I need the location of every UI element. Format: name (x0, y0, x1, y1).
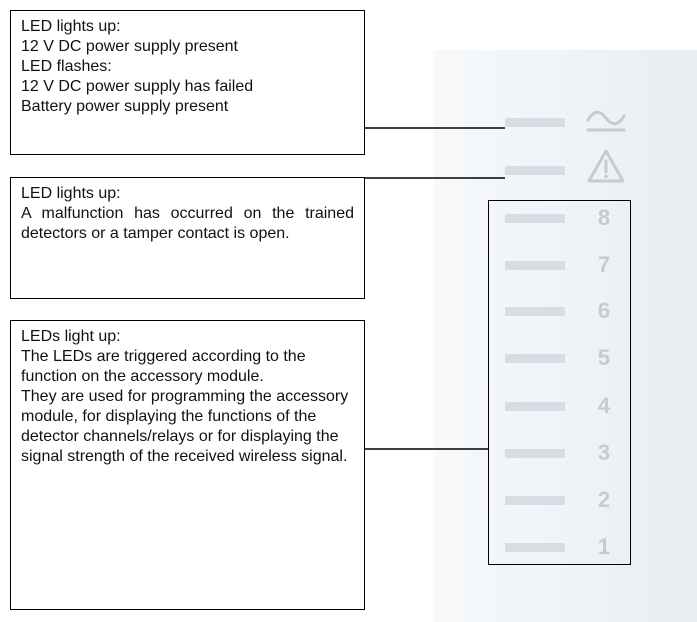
fault-led (505, 166, 565, 175)
power-callout-line-5: Battery power supply present (21, 98, 229, 115)
channels-callout: LEDs light up: The LEDs are triggered ac… (10, 320, 365, 610)
channel-led-7 (505, 261, 565, 270)
channel-led-6 (505, 307, 565, 316)
channel-led-8 (505, 214, 565, 223)
channel-leds-frame (488, 200, 631, 565)
warning-triangle-icon (586, 148, 626, 189)
channels-callout-text-1: The LEDs are triggered according to the … (21, 348, 306, 385)
channel-number-1: 1 (597, 534, 611, 559)
channels-callout-text-2: They are used for programming the access… (21, 388, 349, 465)
power-callout-line-4: 12 V DC power supply has failed (21, 78, 254, 95)
channel-led-4 (505, 402, 565, 411)
channel-led-3 (505, 449, 565, 458)
channel-number-7: 7 (597, 252, 611, 277)
power-callout-line-2: 12 V DC power supply present (21, 38, 238, 55)
power-callout-line-3: LED flashes: (21, 58, 112, 75)
channel-led-2 (505, 496, 565, 505)
channel-number-4: 4 (597, 393, 611, 418)
power-supply-icon (584, 108, 628, 139)
channel-number-8: 8 (597, 205, 611, 230)
channel-number-6: 6 (597, 298, 611, 323)
led-panel (433, 50, 697, 622)
fault-callout: LED lights up: A malfunction has occurre… (10, 177, 365, 299)
fault-callout-text: A malfunction has occurred on the traine… (21, 205, 354, 242)
power-callout-line-1: LED lights up: (21, 18, 121, 35)
channel-number-3: 3 (597, 440, 611, 465)
fault-callout-heading: LED lights up: (21, 185, 121, 202)
channel-number-5: 5 (597, 345, 611, 370)
power-led (505, 118, 565, 127)
channels-callout-heading: LEDs light up: (21, 328, 121, 345)
channel-number-2: 2 (597, 487, 611, 512)
power-supply-callout: LED lights up: 12 V DC power supply pres… (10, 10, 365, 155)
channel-led-5 (505, 354, 565, 363)
channel-led-1 (505, 543, 565, 552)
